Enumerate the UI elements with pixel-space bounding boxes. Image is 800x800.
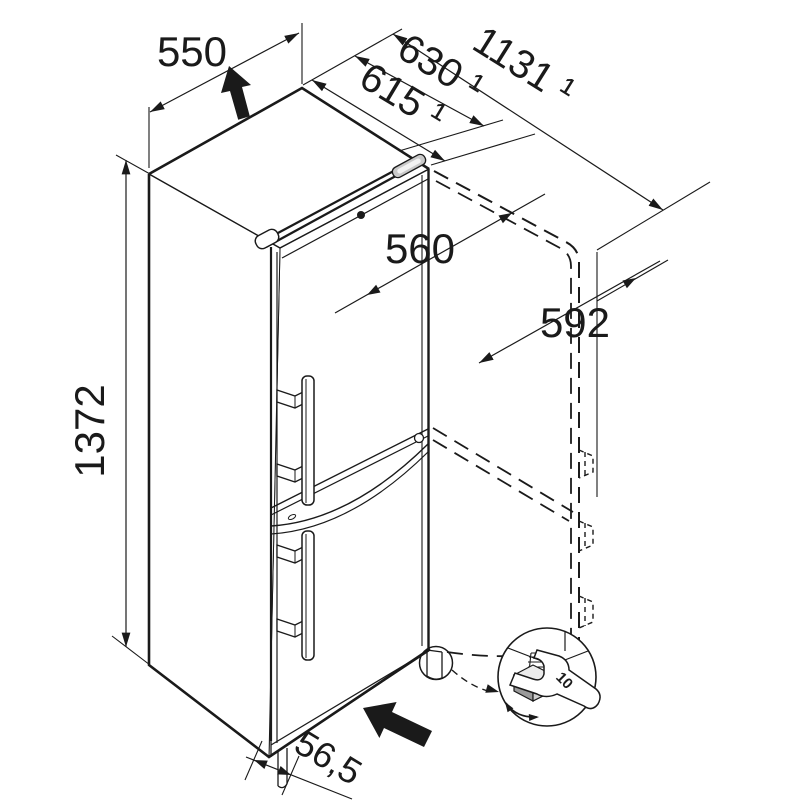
dimension-560 [334,193,546,314]
door-bottom-edge [270,650,429,757]
leader-dashed-arrow [451,669,499,693]
door-pin [287,513,297,521]
top-strip-line-b [265,169,406,249]
door-lock-dot [357,211,365,219]
dimension-1131 [392,33,711,251]
rotate-arrow-icon [505,702,539,721]
push-direction-arrow [363,702,432,747]
dim-1131-label: 1131 ¹ [465,18,582,114]
dimension-550 [148,23,303,168]
dimension-592 [478,259,669,364]
dimension-56-5 [244,740,353,800]
front-right-foot [426,649,443,680]
left-and-bottom-edges [147,174,431,759]
middle-hinge-pin [413,432,425,444]
side-face [148,173,281,758]
back-plane-extension [302,28,403,86]
open-door-hinges [578,449,594,629]
upper-door-handle [276,375,315,506]
lower-door-top-curve-inner [270,451,429,535]
open-door-split-lines [432,427,574,522]
wrench-icon [508,649,601,710]
upper-door-bottom-inner [270,435,429,516]
dim-592-label: 592 [540,299,610,346]
open-door-inner-edge [435,180,572,643]
lower-door-handle [276,530,315,661]
strip-left-cap [254,228,280,250]
dim-550-label: 550 [157,28,227,75]
dim-560-label: 560 [385,225,455,272]
foot-highlight-circle [418,645,454,681]
top-strip-line-a [262,164,404,243]
dimension-1372 [111,154,151,666]
upper-door-bottom-edge [270,428,429,509]
foot-detail-inset: 10 [497,627,601,727]
open-door-outer-edge [433,170,580,646]
dimensions [111,23,711,800]
dim-1372-label: 1372 [66,384,113,477]
lower-door-top-curve [270,443,429,527]
fridge-body [147,86,443,789]
